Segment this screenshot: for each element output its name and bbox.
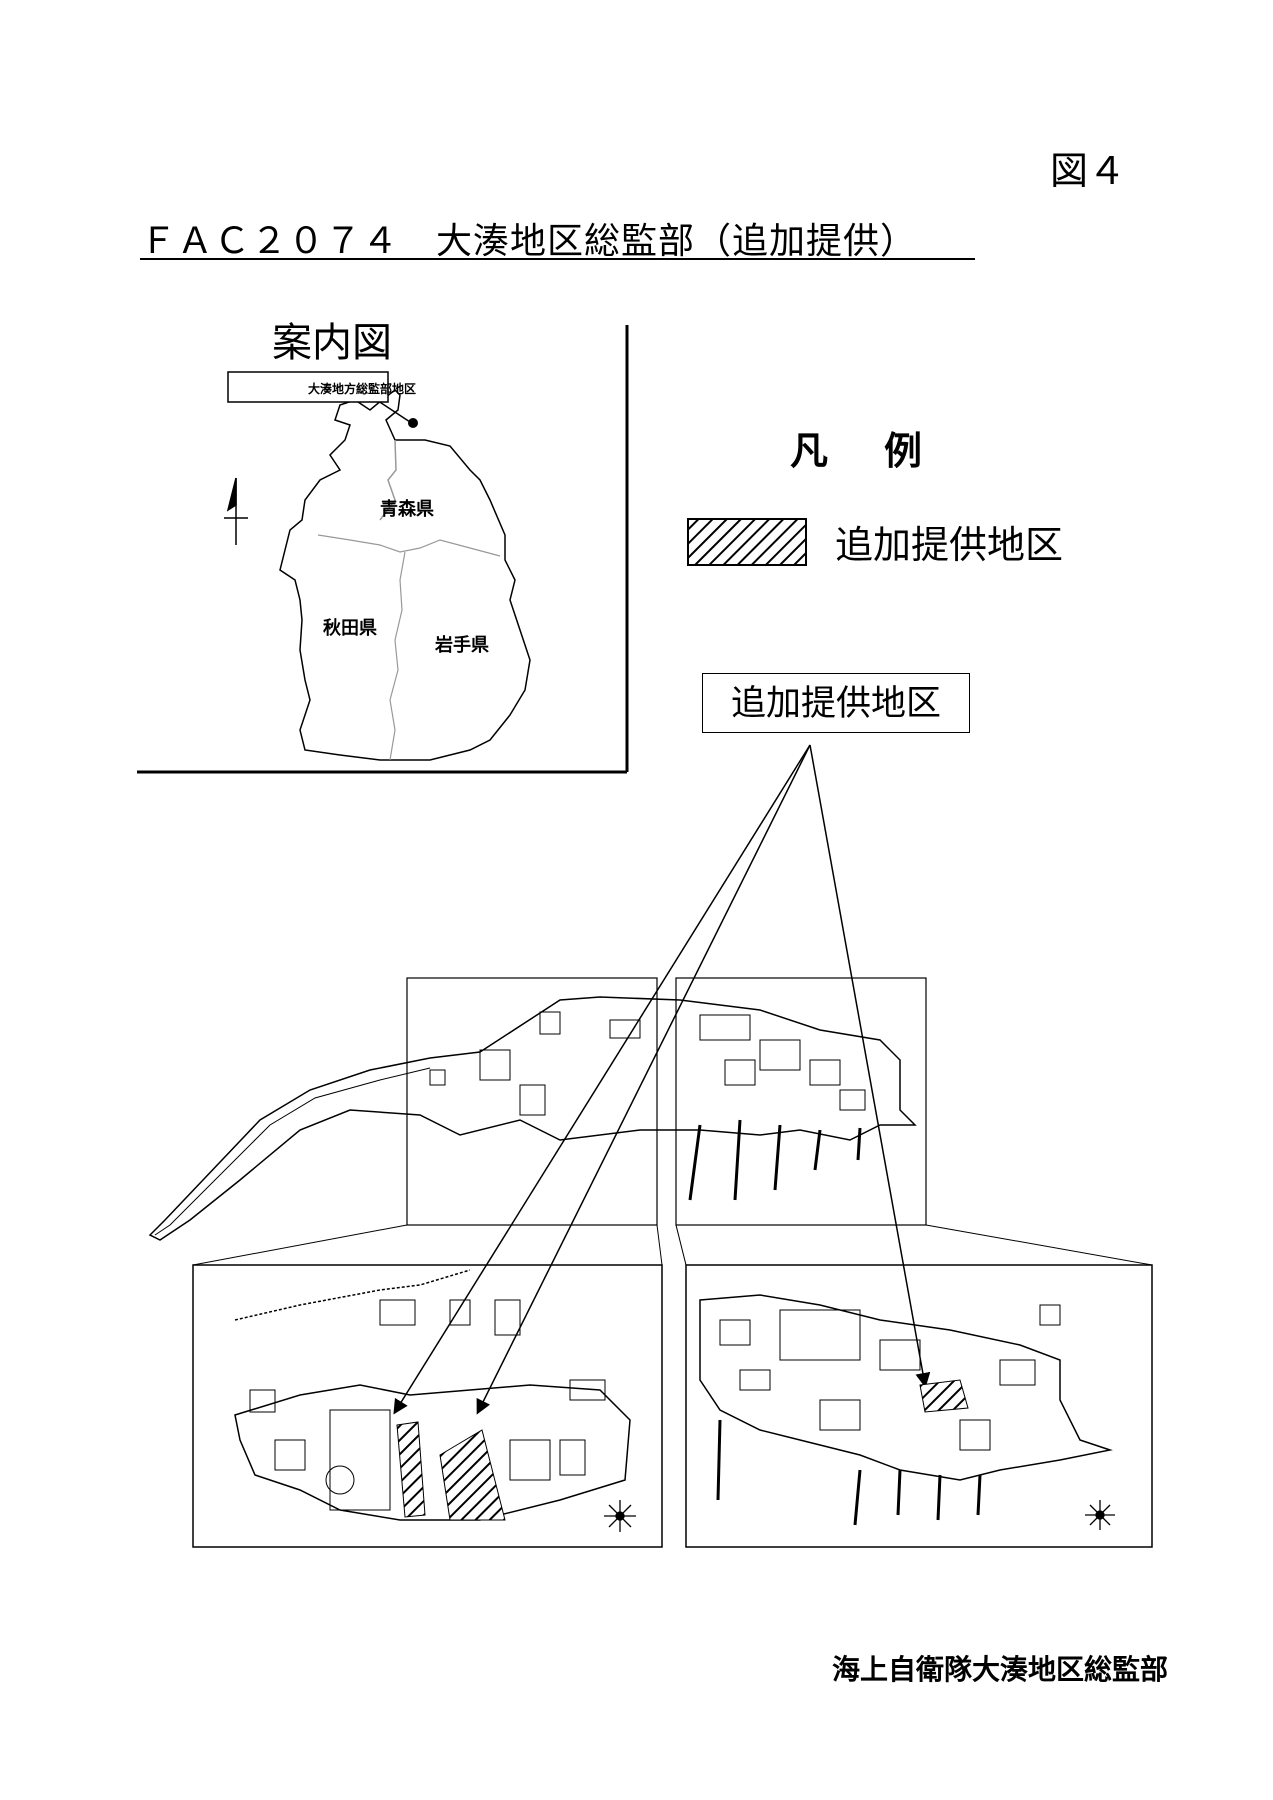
- location-label: 大湊地方総監部地区: [308, 381, 416, 396]
- page-title: ＦＡＣ２０７４ 大湊地区総監部（追加提供）: [140, 221, 918, 262]
- compass-rose-east-icon: [1085, 1500, 1115, 1530]
- detail-map-west: [192, 1264, 663, 1548]
- location-label-box: [227, 371, 389, 403]
- tohoku-outline: [279, 389, 531, 761]
- prefecture-borders: [317, 534, 501, 761]
- legend-item-label: 追加提供地区: [835, 523, 1064, 567]
- prefecture-label-aomori: 青森県: [380, 498, 434, 520]
- compass-rose-icon: [604, 1500, 636, 1532]
- legend-hatch-swatch: [687, 518, 807, 566]
- overview-map: [148, 977, 1153, 1266]
- callout-label: 追加提供地区: [702, 673, 970, 733]
- figure-number: 図４: [1050, 149, 1127, 193]
- callout-arrows: [393, 744, 931, 1415]
- detail-map-east: [685, 1264, 1153, 1548]
- prefecture-label-iwate: 岩手県: [434, 634, 489, 656]
- legend-title: 凡例: [790, 429, 979, 473]
- title-underline: [140, 258, 975, 260]
- prefecture-label-akita: 秋田県: [323, 617, 377, 639]
- guide-map-title: 案内図: [272, 320, 392, 366]
- organization-name: 海上自衛隊大湊地区総監部: [831, 1653, 1168, 1686]
- guide-map-frame: [137, 325, 629, 774]
- north-arrow-icon: [224, 477, 248, 545]
